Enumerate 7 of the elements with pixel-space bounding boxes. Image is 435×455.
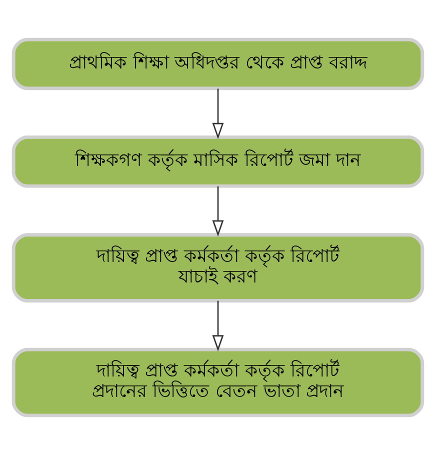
node-box: প্রাথমিক শিক্ষা অধিদপ্তর থেকে প্রাপ্ত বরাদ্দ (11, 38, 424, 90)
arrow (212, 88, 224, 140)
node-box: দায়িত্ব প্রাপ্ত কর্মকর্তা কর্তৃক রিপোর্ট যাচাই করণ (11, 233, 424, 302)
arrow (212, 300, 224, 352)
node-box: দায়িত্ব প্রাপ্ত কর্মকর্তা কর্তৃক রিপোর্ট প্রদানের ভিত্তিতে বেতন ভাতা প্রদান (11, 348, 424, 418)
arrow (212, 186, 224, 237)
node-box: শিক্ষকগণ কর্তৃক মাসিক রিপোর্ট জমা দান (11, 136, 424, 188)
